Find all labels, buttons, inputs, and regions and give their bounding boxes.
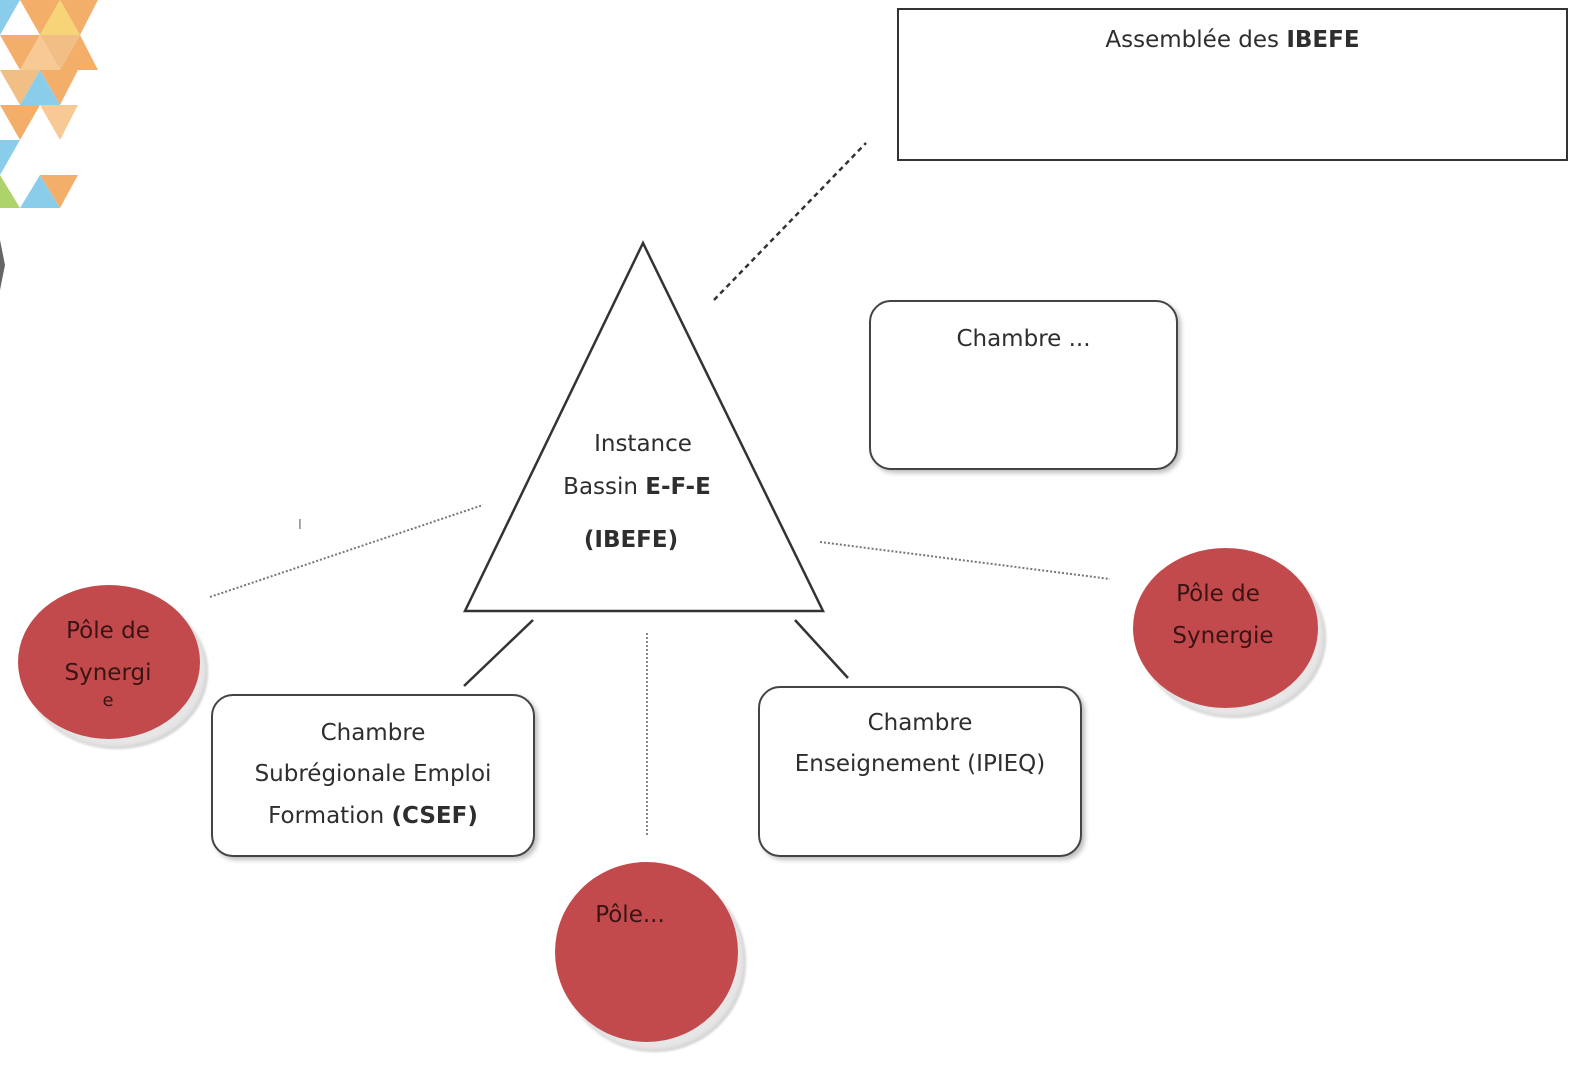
deco-triangles <box>0 0 98 290</box>
chambre-right-line2: Enseignement (IPIEQ) <box>794 751 1046 777</box>
connector-pole-right <box>819 541 1111 580</box>
chambre-left-line1: Chambre <box>320 720 426 746</box>
central-triangle <box>463 240 826 613</box>
assembly-label-bold: IBEFE <box>1286 27 1360 53</box>
pole-bottom-circle: Pôle... <box>555 862 738 1042</box>
assembly-label: Assemblée des IBEFE <box>899 19 1566 61</box>
chambre-top-box: Chambre ... <box>869 300 1178 470</box>
center-line1: Instance <box>594 431 692 457</box>
assembly-box: Assemblée des IBEFE <box>897 8 1568 161</box>
chambre-right-line1: Chambre <box>867 710 973 736</box>
connector-assembly <box>713 142 867 301</box>
connector-chambre-left <box>463 619 534 687</box>
pole-left-line3: e <box>102 690 114 711</box>
pole-right-circle: Pôle de Synergie <box>1133 548 1318 708</box>
chambre-top-label: Chambre ... <box>956 326 1091 352</box>
chambre-left-line3: Formation (CSEF) <box>213 795 533 837</box>
pole-left-line2: Synergi <box>64 660 152 686</box>
center-line2-normal: Bassin <box>563 474 638 500</box>
stray-mark: I <box>298 518 302 533</box>
pole-right-line1: Pôle de <box>1176 581 1260 607</box>
assembly-label-prefix: Assemblée des <box>1105 27 1280 53</box>
connector-pole-left <box>209 504 484 598</box>
pole-left-line1: Pôle de <box>66 618 150 644</box>
center-line3: (IBEFE) <box>583 527 679 553</box>
connector-chambre-right <box>794 619 849 679</box>
chambre-right-box: Chambre Enseignement (IPIEQ) <box>758 686 1082 857</box>
pole-left-circle: Pôle de Synergi e <box>18 585 200 739</box>
pole-right-line2: Synergie <box>1172 623 1274 649</box>
center-line2: Bassin E-F-E <box>537 466 737 508</box>
chambre-left-box: Chambre Subrégionale Emploi Formation (C… <box>211 694 535 857</box>
chambre-left-line3-bold: (CSEF) <box>391 803 478 829</box>
center-line2-bold: E-F-E <box>645 474 711 500</box>
chambre-left-line3-normal: Formation <box>268 803 385 829</box>
chambre-left-line2: Subrégionale Emploi <box>254 761 492 787</box>
pole-bottom-line1: Pôle... <box>595 902 665 928</box>
